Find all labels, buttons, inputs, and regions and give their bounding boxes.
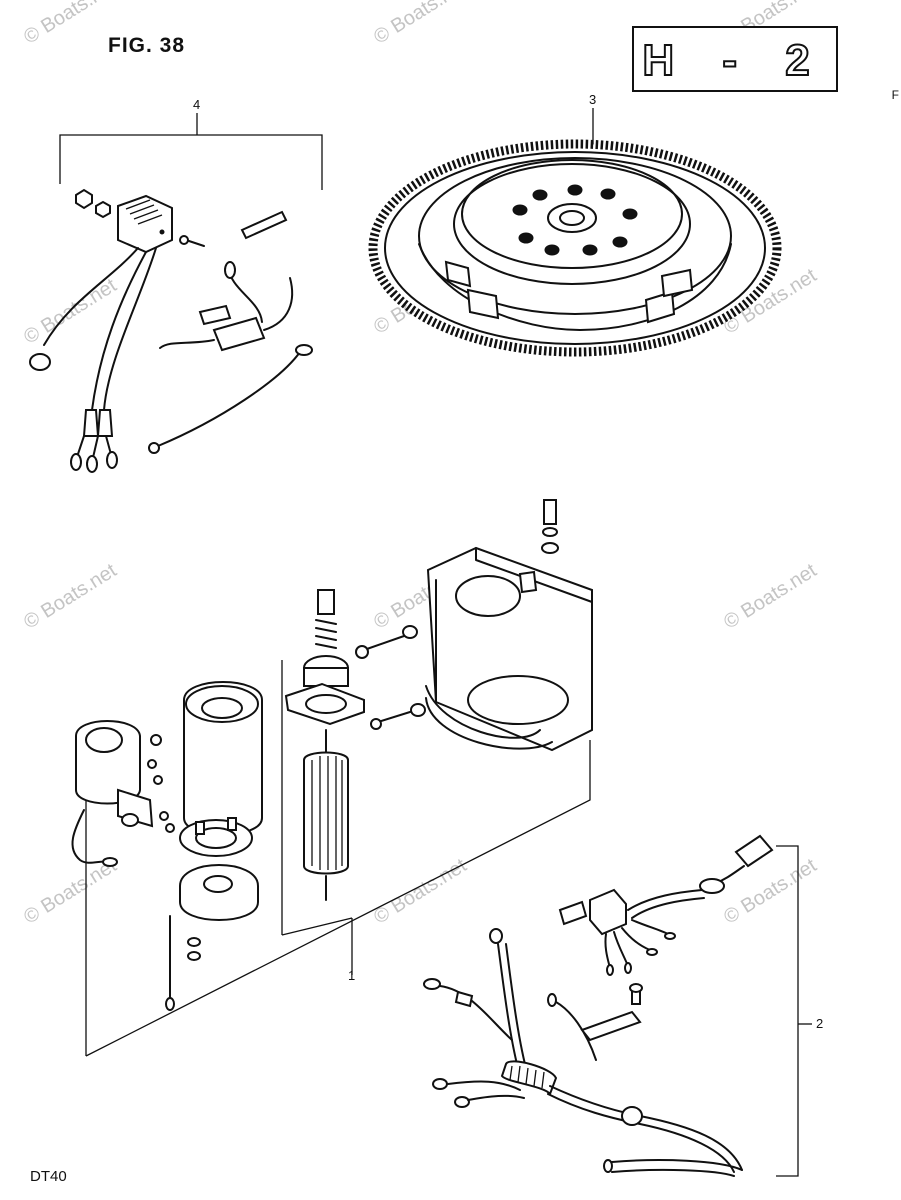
callout-flywheel: 3 xyxy=(589,92,597,107)
figure-title: FIG. 38 xyxy=(108,34,186,57)
edge-mark: F xyxy=(891,88,899,102)
flywheel-holes xyxy=(512,184,638,256)
section-code-box: H - 2 xyxy=(632,26,838,92)
rectifier-assembly xyxy=(29,113,323,473)
flywheel xyxy=(368,108,782,357)
callout-wiring-harness: 2 xyxy=(816,1016,824,1031)
starter-motor-group xyxy=(71,499,593,1057)
model-label: DT40 xyxy=(30,1168,67,1185)
callout-starter-motor: 1 xyxy=(348,968,356,983)
section-code: H - 2 xyxy=(641,35,828,86)
callout-rectifier-set: 4 xyxy=(193,97,201,112)
wiring-harness xyxy=(423,834,812,1177)
